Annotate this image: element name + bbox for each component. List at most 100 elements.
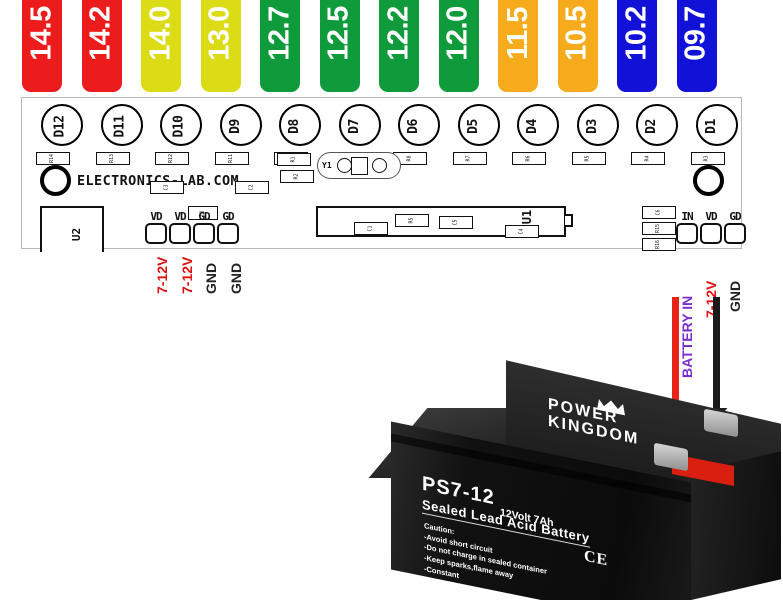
battery-header-right-pads[interactable] [675, 223, 747, 244]
led-label-d2: D2 [643, 119, 659, 134]
component-label: R14 [49, 153, 56, 164]
voltage-bar-12-2: 12.2 [379, 0, 419, 92]
voltage-bar-value: 14.2 [85, 5, 118, 61]
led-label-d6: D6 [405, 119, 421, 134]
led-d6 [398, 104, 440, 146]
component-r3: R3 [690, 152, 725, 165]
voltage-bar-value: 12.2 [382, 5, 415, 61]
led-d8 [279, 104, 321, 146]
ic-u2-label: U2 [70, 227, 84, 242]
component-label: C6 [655, 209, 662, 216]
component-label: C3 [163, 184, 170, 191]
ic-u1-label: U1 [520, 209, 535, 225]
right-header-pad-gd-2[interactable] [724, 223, 746, 244]
component-r11: R11 [214, 152, 249, 165]
led-d2 [636, 104, 678, 146]
voltage-bar-10-5: 10.5 [557, 0, 598, 92]
component-label: R16 [655, 239, 662, 250]
component-r15: R15 [642, 222, 676, 235]
led-d12 [41, 104, 83, 146]
voltage-bar-12-7: 12.7 [260, 0, 300, 92]
voltage-bar-12-0: 12.0 [438, 0, 479, 92]
led-d1 [695, 104, 738, 146]
voltage-bar-value: 12.0 [442, 5, 475, 61]
component-label: R4 [644, 155, 651, 162]
component-label: R12 [168, 153, 175, 164]
led-d7 [338, 104, 381, 146]
component-r1: R1 [277, 153, 311, 166]
led-label-d12: D12 [52, 115, 68, 138]
component-label: C2 [248, 184, 255, 191]
component-label: R3 [704, 155, 710, 162]
component-c2: C2 [235, 181, 269, 194]
voltage-bar-value: 09.7 [680, 5, 713, 61]
left-header-pad-name-vd-0: VD [150, 210, 162, 223]
voltage-bar-14-0: 14.0 [141, 0, 181, 92]
component-r14: R14 [36, 152, 70, 165]
voltage-bar-14-5: 14.5 [22, 0, 62, 92]
red-wire [672, 297, 679, 492]
voltage-bar-12-5: 12.5 [319, 0, 360, 92]
left-header-pad-vd-1[interactable] [169, 223, 191, 244]
led-d10 [160, 104, 202, 146]
left-wire-label-0: 7-12V [154, 256, 170, 294]
crystal-pad-right [372, 158, 387, 173]
voltage-bar-09-7: 09.7 [676, 0, 717, 92]
component-r5: R5 [571, 152, 606, 165]
voltage-bar-10-2: 10.2 [617, 0, 657, 92]
left-wire-label-3: GND [227, 262, 244, 294]
component-r13: R13 [95, 152, 130, 165]
component-label: R8 [406, 155, 413, 162]
left-wire-label-1: 7-12V [178, 256, 195, 294]
component-r4: R4 [631, 152, 665, 165]
left-header-pad-gd-2[interactable] [193, 223, 215, 244]
component-label: C1 [367, 225, 374, 232]
component-label: R13 [109, 153, 115, 164]
voltage-bar-value: 11.5 [501, 6, 534, 60]
left-header-pad-vd-0[interactable] [145, 223, 167, 244]
voltage-bar-value: 10.5 [561, 5, 594, 61]
voltage-bar-value: 14.0 [144, 5, 177, 61]
component-r6: R6 [512, 152, 546, 165]
right-header-pad-in-0[interactable] [676, 223, 698, 244]
led-d3 [576, 104, 619, 146]
power-header-left-pads[interactable] [144, 223, 240, 244]
component-label: R11 [228, 153, 234, 164]
ic-u2 [40, 206, 104, 252]
voltage-bar-14-2: 14.2 [81, 0, 122, 92]
component-c4: C4 [505, 225, 539, 238]
crown-icon [597, 399, 625, 416]
component-r2: R2 [280, 170, 314, 183]
mounting-hole-left [40, 165, 71, 196]
component-label: R15 [655, 223, 662, 234]
voltage-bar-value: 10.2 [620, 5, 653, 61]
battery-brand: POWER KINGDOM [548, 396, 639, 449]
crystal-y1: Y1 [317, 152, 401, 179]
led-label-d1: D1 [703, 119, 719, 134]
component-c6: C6 [642, 206, 676, 219]
left-wire-label-2: GND [203, 262, 219, 294]
left-header-pad-gd-3[interactable] [217, 223, 239, 244]
right-header-pad-vd-1[interactable] [700, 223, 722, 244]
voltage-bar-value: 12.7 [263, 5, 296, 61]
component-r7: R7 [452, 152, 487, 165]
voltage-bar-value: 14.5 [25, 5, 58, 61]
led-label-d7: D7 [346, 119, 362, 134]
led-d4 [517, 104, 559, 146]
crystal-pad-left [337, 158, 352, 173]
led-label-d11: D11 [111, 115, 127, 138]
right-header-pad-name-gd-2: GD [729, 210, 741, 223]
crystal-body [351, 157, 368, 175]
left-header-pad-name-vd-1: VD [174, 210, 186, 223]
voltage-bar-value: 12.5 [323, 5, 356, 61]
led-label-d3: D3 [584, 119, 600, 134]
right-wire-label-2: GND [727, 280, 743, 312]
component-label: R1 [290, 156, 297, 163]
led-d11 [100, 104, 143, 146]
